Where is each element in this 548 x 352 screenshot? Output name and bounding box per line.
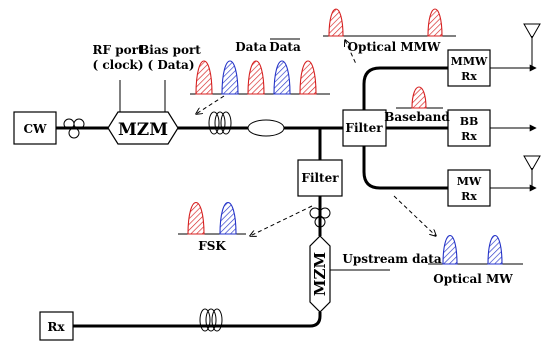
bb-rx-block: BB Rx	[447, 109, 491, 147]
fsk-spectrum	[178, 201, 246, 235]
antenna-mmw-icon	[523, 23, 541, 40]
pointer-fsk	[250, 205, 313, 236]
polarization-controller-up-icon	[309, 207, 331, 228]
mzm-up-label: MZM	[311, 252, 329, 296]
bias-port-sub-label: ( Data)	[147, 58, 194, 72]
rx-block: Rx	[39, 311, 74, 341]
rx-label: Rx	[47, 320, 65, 334]
optical-mmw-spectrum	[323, 8, 456, 37]
baseband-label: Baseband	[384, 110, 450, 124]
fiber-spool-icon	[208, 111, 232, 135]
mmw-rx-label-1: MMW	[451, 55, 488, 68]
pointer-data	[196, 95, 225, 114]
mmw-rx-label-2: Rx	[461, 70, 477, 83]
optical-mw-label: Optical MW	[433, 272, 513, 286]
mzm-label: MZM	[118, 120, 168, 140]
fiber-links	[56, 66, 448, 328]
mw-rx-label-2: Rx	[461, 190, 477, 203]
polarization-controller-icon	[63, 118, 85, 139]
filter-main-block: Filter	[342, 109, 387, 147]
upstream-data-label: Upstream data	[342, 252, 441, 266]
filter-main-label: Filter	[345, 121, 383, 135]
cw-laser-block: CW	[13, 111, 57, 145]
rf-port-label: RF port	[93, 43, 144, 57]
bias-port-label: Bias port	[139, 43, 201, 57]
mmw-output	[490, 36, 537, 72]
mw-rx-block: MW Rx	[447, 169, 491, 207]
mzm-up-block: MZM	[309, 235, 331, 313]
optical-mw-spectrum	[428, 234, 523, 265]
mw-rx-label-1: MW	[457, 175, 482, 188]
bb-rx-label-2: Rx	[461, 130, 477, 143]
data-spectrum	[190, 60, 330, 95]
data-label: Data	[235, 40, 267, 54]
bb-rx-label-1: BB	[460, 115, 479, 128]
cw-label: CW	[23, 122, 47, 136]
optical-mmw-label: Optical MMW	[348, 40, 441, 54]
pointer-optical-mmw	[345, 40, 357, 65]
mw-output	[490, 168, 537, 192]
pointer-optical-mw	[393, 195, 436, 236]
data-bar-label: Data	[269, 40, 301, 54]
filter-up-block: Filter	[297, 159, 343, 197]
antenna-mw-icon	[523, 155, 541, 172]
fiber-spool-up-icon	[199, 308, 223, 332]
baseband-spectrum	[396, 86, 443, 109]
fiber-coupler-icon	[247, 119, 285, 137]
mmw-rx-block: MMW Rx	[447, 49, 491, 87]
rf-port-sub-label: ( clock)	[92, 58, 143, 72]
fsk-label: FSK	[198, 239, 226, 253]
filter-up-label: Filter	[301, 171, 339, 185]
mzm-block: MZM	[107, 111, 179, 145]
